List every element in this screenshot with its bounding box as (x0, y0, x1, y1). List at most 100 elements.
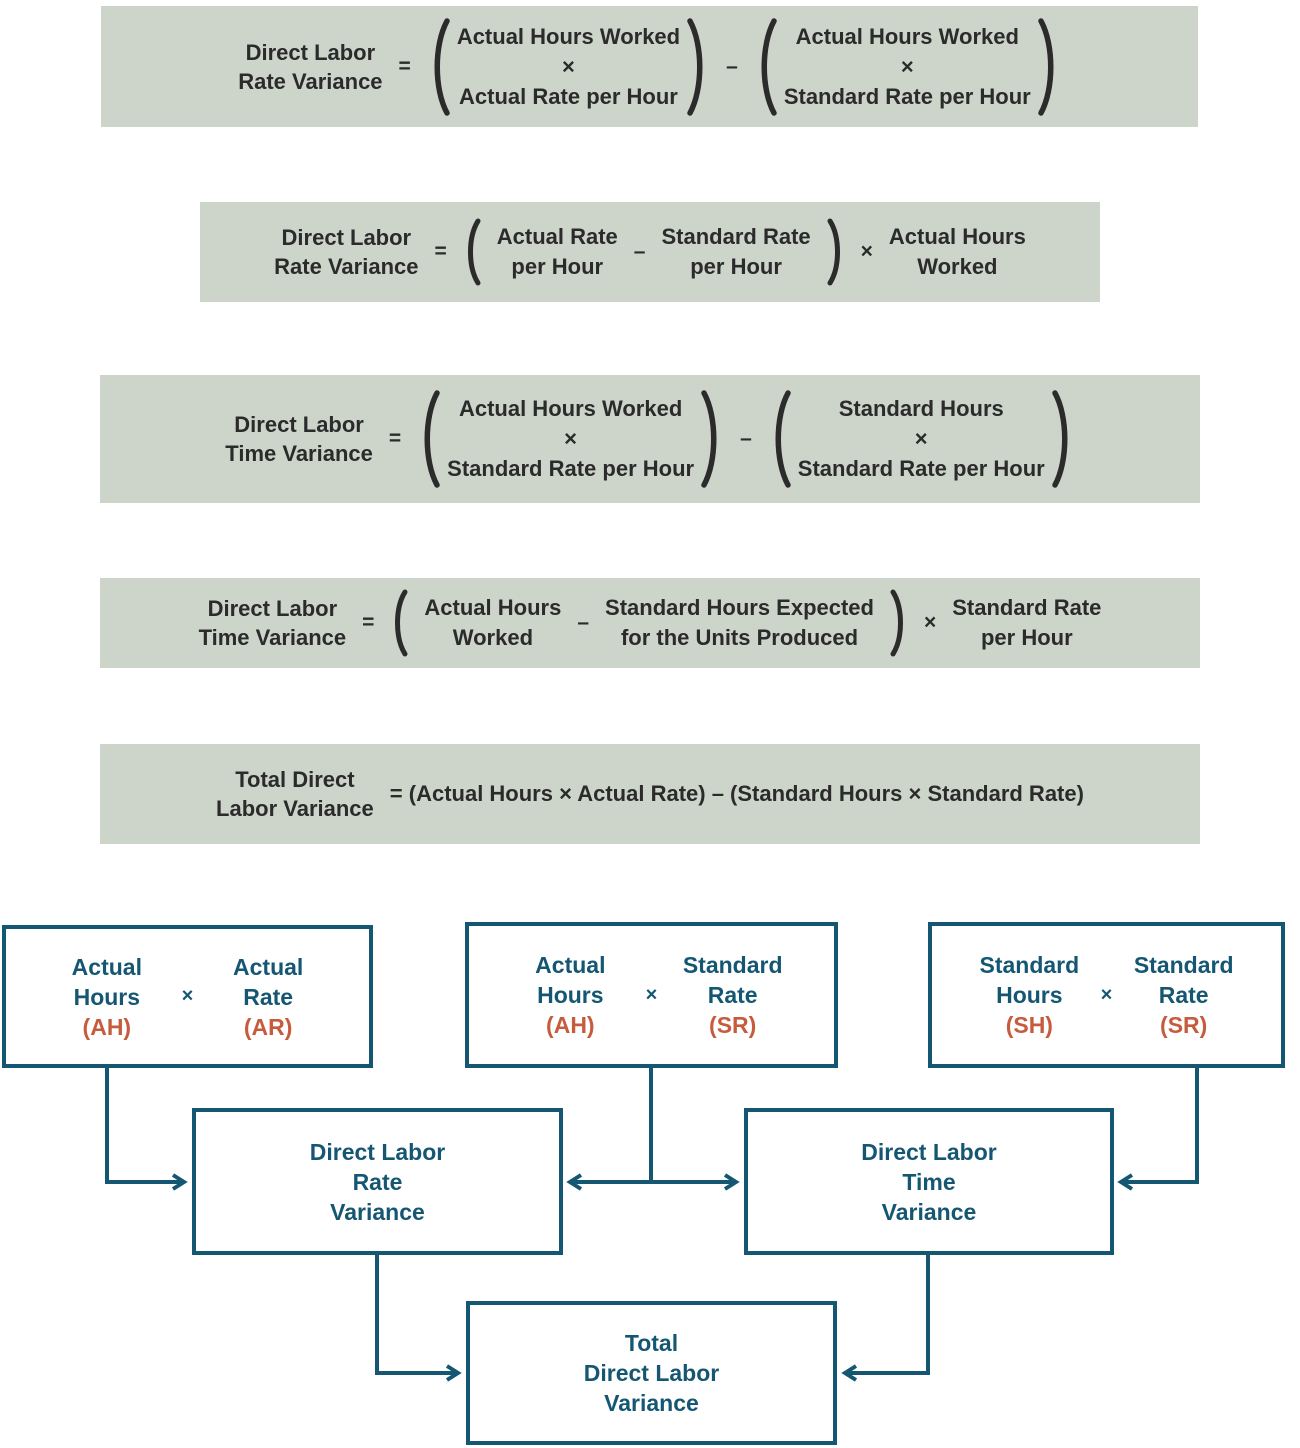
factor-abbr: (AH) (546, 1012, 595, 1038)
factor-actual-hours: Actual Hours (AH) (499, 950, 642, 1040)
times-sign: × (645, 983, 658, 1006)
equals-sign: = (362, 611, 375, 634)
factor-line: Actual (233, 953, 304, 980)
factor-abbr: (SH) (1005, 1012, 1053, 1038)
factor-standard-hours: Standard Hours (SH) (962, 950, 1097, 1040)
open-paren-icon (390, 588, 408, 658)
factor-standard-rate: Standard Rate (SR) (661, 950, 804, 1040)
equals-sign: = (388, 427, 402, 450)
close-paren-icon (1037, 15, 1061, 119)
open-paren-icon (427, 15, 451, 119)
factor-abbr: (SR) (1160, 1012, 1208, 1038)
formula-label: Total Direct Labor Variance (216, 765, 374, 823)
formula-label-line: Rate Variance (274, 254, 419, 279)
formula-term-line: per Hour (511, 254, 604, 279)
open-paren-icon (463, 217, 481, 287)
box-label-line: Total (624, 1330, 679, 1356)
box-actual-hours-actual-rate: Actual Hours (AH) × Actual Rate (AR) (2, 925, 373, 1068)
formula-term-line: Worked (917, 254, 998, 279)
formula-term-line: Worked (452, 625, 534, 650)
formula-label: Direct Labor Time Variance (199, 594, 347, 652)
factor-line: Actual (71, 953, 142, 980)
times-sign: × (564, 426, 578, 451)
formula-term-stack: Standard Rate per Hour (952, 593, 1101, 653)
formula-label-line: Time Variance (225, 441, 373, 466)
paren-group: Actual Hours Worked × Standard Rate per … (417, 387, 724, 491)
formula-term-line: Actual Hours Worked (458, 396, 683, 421)
box-label-line: Variance (604, 1390, 699, 1416)
factor-abbr: (AR) (243, 1013, 293, 1040)
equals-sign: = (398, 54, 411, 78)
formula-term-stack: Standard Rate per Hour (661, 222, 810, 282)
open-paren-icon (417, 387, 441, 491)
formula-term-line: for the Units Produced (620, 625, 859, 650)
formula-term-line: Standard Hours (838, 396, 1004, 421)
factor-line: Standard (979, 952, 1080, 978)
box-label-line: Time (902, 1168, 956, 1195)
close-paren-icon (700, 387, 724, 491)
times-sign: × (900, 53, 914, 79)
formula-label-line: Total Direct (235, 767, 355, 792)
formula-term-line: Standard Rate per Hour (447, 456, 695, 481)
box-content: Actual Hours (AH) × Actual Rate (AR) (6, 952, 369, 1042)
formula-term-line: Standard Rate per Hour (797, 456, 1045, 481)
equals-sign: = (434, 240, 447, 263)
formula-label-line: Rate Variance (238, 68, 383, 94)
minus-sign: – (633, 240, 646, 263)
formula-band-time-variance-stacked: Direct Labor Time Variance = Actual Hour… (100, 375, 1200, 503)
formula-label-line: Direct Labor (207, 596, 338, 621)
box-content: Standard Hours (SH) × Standard Rate (SR) (932, 950, 1281, 1040)
minus-sign: – (577, 611, 590, 634)
formula-label: Direct Labor Rate Variance (238, 38, 382, 96)
factor-line: Hours (73, 983, 141, 1010)
formula-term-stack: Actual Hours Worked × Actual Rate per Ho… (457, 22, 680, 112)
paren-group: Actual Hours Worked × Actual Rate per Ho… (427, 15, 710, 119)
box-label: Direct Labor Time Variance (861, 1137, 996, 1227)
box-direct-labor-time-variance: Direct Labor Time Variance (744, 1108, 1114, 1255)
paren-group: Standard Hours × Standard Rate per Hour (768, 387, 1075, 491)
formula-term-stack: Standard Hours × Standard Rate per Hour (798, 394, 1045, 484)
open-paren-icon (754, 15, 778, 119)
formula-label-line: Direct Labor (234, 412, 364, 437)
formula-label: Direct Labor Rate Variance (274, 223, 418, 281)
box-actual-hours-standard-rate: Actual Hours (AH) × Standard Rate (SR) (465, 922, 838, 1068)
box-content: Actual Hours (AH) × Standard Rate (SR) (469, 950, 834, 1040)
formula-term-line: Actual Hours (424, 595, 562, 620)
factor-actual-hours: Actual Hours (AH) (36, 952, 178, 1042)
formula-label-line: Direct Labor (245, 39, 376, 65)
formula-term-line: Actual Hours (888, 224, 1026, 249)
factor-line: Standard (1133, 952, 1234, 978)
close-paren-icon (827, 217, 845, 287)
times-sign: × (562, 53, 575, 79)
box-standard-hours-standard-rate: Standard Hours (SH) × Standard Rate (SR) (928, 922, 1285, 1068)
formula-band-rate-variance-difference: Direct Labor Rate Variance = Actual Rate… (200, 202, 1100, 302)
box-direct-labor-rate-variance: Direct Labor Rate Variance (192, 1108, 563, 1255)
factor-actual-rate: Actual Rate (AR) (197, 952, 339, 1042)
formula-label-line: Labor Variance (216, 796, 374, 821)
formula-term-stack: Actual Hours Worked × Standard Rate per … (784, 22, 1031, 112)
formula-term-stack: Standard Hours Expected for the Units Pr… (605, 593, 874, 653)
box-total-direct-labor-variance: Total Direct Labor Variance (466, 1301, 837, 1445)
formula-label-line: Direct Labor (281, 225, 412, 250)
formula-term-line: per Hour (980, 625, 1073, 650)
box-label-line: Direct Labor (583, 1360, 720, 1386)
box-label: Direct Labor Rate Variance (310, 1137, 445, 1227)
formula-label: Direct Labor Time Variance (225, 410, 373, 468)
factor-line: Rate (1158, 982, 1209, 1008)
factor-abbr: (AH) (82, 1013, 132, 1040)
formula-term-line: Standard Hours Expected (605, 595, 874, 620)
formula-term-line: per Hour (690, 254, 782, 279)
factor-line: Rate (707, 982, 758, 1008)
factor-line: Hours (537, 982, 604, 1008)
close-paren-icon (890, 588, 908, 658)
formula-band-time-variance-difference: Direct Labor Time Variance = Actual Hour… (100, 578, 1200, 668)
formula-term-stack: Actual Rate per Hour (497, 222, 618, 282)
formula-term-line: Standard Rate (661, 224, 811, 249)
formula-term-line: Standard Rate per Hour (783, 83, 1031, 109)
box-label-line: Direct Labor (309, 1138, 446, 1165)
times-sign: × (860, 240, 873, 263)
factor-line: Rate (243, 983, 294, 1010)
minus-sign: – (726, 54, 738, 78)
factor-standard-rate: Standard Rate (SR) (1116, 950, 1251, 1040)
